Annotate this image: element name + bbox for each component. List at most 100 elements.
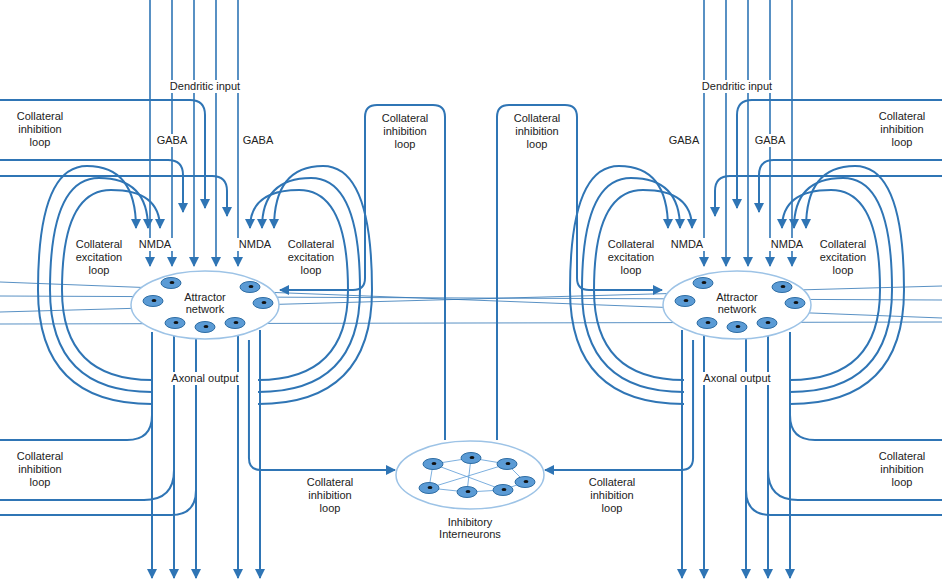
neuron-body bbox=[675, 296, 695, 307]
neuron-body bbox=[493, 485, 513, 496]
neuron-nucleus bbox=[234, 321, 239, 324]
neuron-nucleus bbox=[249, 285, 254, 288]
inhibition-line bbox=[0, 490, 196, 515]
neuron-nucleus bbox=[152, 299, 157, 302]
annotation-label: Collateral inhibition loop bbox=[869, 110, 935, 149]
neuron-nucleus bbox=[684, 299, 689, 302]
neuron-body bbox=[497, 459, 517, 470]
connector-label: Collateral inhibition loop bbox=[577, 476, 647, 515]
excitation-loop bbox=[258, 178, 360, 392]
excitation-loop bbox=[50, 178, 152, 392]
inhibition-line bbox=[0, 160, 183, 212]
node-label: Inhibitory Interneurons bbox=[429, 516, 511, 540]
neuron-body bbox=[195, 322, 215, 333]
annotation-label: Collateral inhibition loop bbox=[869, 450, 935, 489]
neuron-body bbox=[727, 322, 747, 333]
neuron-nucleus bbox=[766, 321, 771, 324]
annotation-label: Dendritic input bbox=[700, 80, 774, 93]
network-ellipse bbox=[663, 271, 811, 339]
neuron-body bbox=[757, 318, 777, 329]
inhibition-line bbox=[0, 100, 205, 208]
dendrite-line bbox=[171, 0, 173, 266]
axon-line bbox=[259, 330, 261, 578]
annotation-label: NMDA bbox=[669, 238, 705, 251]
annotation-label: Axonal output bbox=[169, 372, 240, 385]
neuron-body bbox=[423, 459, 443, 470]
neuron-nucleus bbox=[794, 301, 799, 304]
neuron-nucleus bbox=[736, 325, 741, 328]
neuron-nucleus bbox=[466, 490, 471, 493]
connector-label: Collateral inhibition loop bbox=[295, 476, 365, 515]
outer-inhibition-inputs bbox=[0, 100, 227, 216]
axonal-output-lines bbox=[152, 330, 260, 578]
inhibition-line bbox=[0, 415, 152, 440]
inhibition-line bbox=[0, 176, 227, 216]
annotation-label: Collateral excitation loop bbox=[812, 238, 874, 277]
neuron-body bbox=[253, 298, 273, 309]
annotation-label: Collateral excitation loop bbox=[600, 238, 662, 277]
attractor-network: Attractor network bbox=[130, 270, 280, 340]
annotation-label: GABA bbox=[155, 134, 190, 147]
node-label: Attractor network bbox=[706, 291, 768, 315]
neuron-nucleus bbox=[781, 285, 786, 288]
neuron-body bbox=[240, 282, 260, 293]
neuron-body bbox=[457, 487, 477, 498]
neuron-body bbox=[225, 318, 245, 329]
node-label: Attractor network bbox=[174, 291, 236, 315]
neuron-body bbox=[515, 477, 535, 488]
annotation-label: Dendritic input bbox=[168, 80, 242, 93]
annotation-label: NMDA bbox=[137, 238, 173, 251]
connector-label: Collateral inhibition loop bbox=[370, 112, 440, 151]
neuron-nucleus bbox=[506, 462, 511, 465]
network-ellipse bbox=[131, 271, 279, 339]
outer-inhibition-outputs bbox=[0, 415, 196, 515]
neuron-body bbox=[165, 318, 185, 329]
neuron-body bbox=[697, 318, 717, 329]
dendritic-input-lines bbox=[150, 0, 238, 266]
annotation-label: GABA bbox=[753, 134, 788, 147]
neuron-nucleus bbox=[174, 321, 179, 324]
annotation-label: NMDA bbox=[769, 238, 805, 251]
interneuron-pool: Inhibitory Interneurons bbox=[395, 440, 545, 544]
connector-label: Collateral inhibition loop bbox=[502, 112, 572, 151]
inhibition-connector bbox=[280, 105, 445, 440]
dendrite-line bbox=[215, 0, 217, 266]
dendrite-line bbox=[237, 0, 239, 266]
annotation-label: GABA bbox=[667, 134, 702, 147]
neuron-body bbox=[693, 278, 713, 289]
attractor-network: Attractor network bbox=[662, 270, 812, 340]
annotation-label: Collateral inhibition loop bbox=[7, 450, 73, 489]
excitation-loop bbox=[38, 166, 152, 404]
neuron-nucleus bbox=[502, 488, 507, 491]
neuron-body bbox=[772, 282, 792, 293]
axon-line bbox=[151, 332, 153, 578]
dendrite-line bbox=[193, 0, 195, 266]
neuron-nucleus bbox=[702, 281, 707, 284]
annotation-label: Axonal output bbox=[701, 372, 772, 385]
neuron-body bbox=[785, 298, 805, 309]
annotation-label: Collateral excitation loop bbox=[68, 238, 130, 277]
neuron-body bbox=[461, 453, 481, 464]
inhibition-connector bbox=[249, 340, 395, 470]
annotation-label: Collateral inhibition loop bbox=[7, 110, 73, 149]
dendrite-line bbox=[149, 0, 151, 266]
excitation-loop bbox=[258, 166, 372, 404]
neuron-nucleus bbox=[470, 456, 475, 459]
neuron-nucleus bbox=[170, 281, 175, 284]
neuron-body bbox=[161, 278, 181, 289]
neuron-nucleus bbox=[204, 325, 209, 328]
neuron-nucleus bbox=[428, 486, 433, 489]
inhibition-connector bbox=[545, 340, 693, 470]
inhibition-connector bbox=[497, 105, 662, 440]
neuron-nucleus bbox=[524, 480, 529, 483]
annotation-label: GABA bbox=[241, 134, 276, 147]
neuron-body bbox=[419, 483, 439, 494]
annotation-label: NMDA bbox=[237, 238, 273, 251]
neuron-nucleus bbox=[706, 321, 711, 324]
neuron-body bbox=[143, 296, 163, 307]
neuron-nucleus bbox=[432, 462, 437, 465]
neuron-nucleus bbox=[262, 301, 267, 304]
network-ellipse bbox=[396, 441, 544, 509]
annotation-label: Collateral excitation loop bbox=[280, 238, 342, 277]
